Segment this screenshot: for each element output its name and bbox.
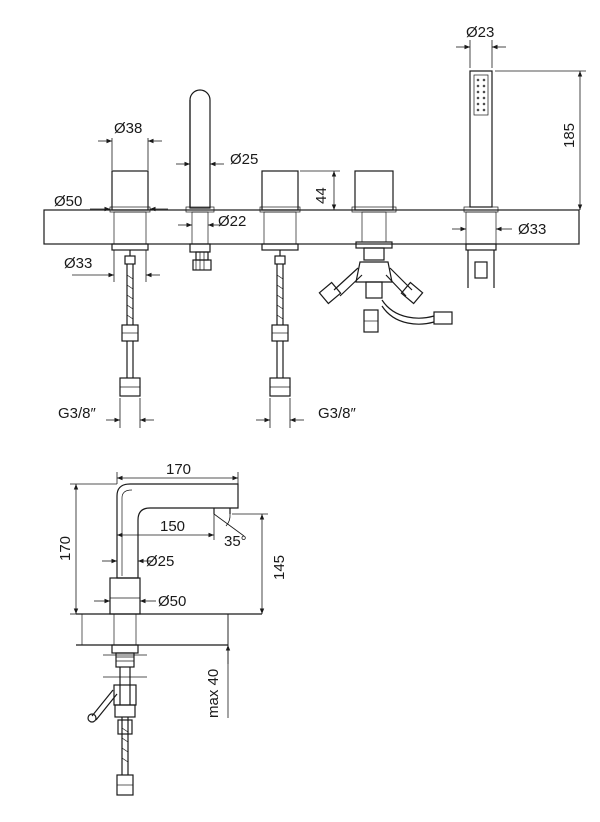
dimension-44: 44: [300, 170, 340, 210]
label-g38-left: G3/8″: [58, 405, 97, 422]
label-d33-left: Ø33: [64, 255, 92, 272]
label-44: 44: [313, 187, 330, 204]
label-d22: Ø22: [218, 213, 246, 230]
label-185: 185: [561, 123, 578, 148]
dimension-170-vertical: 170: [57, 483, 117, 615]
dimension-d25-top: Ø25: [176, 151, 258, 168]
dimension-185: 185: [495, 70, 586, 210]
label-d50-top: Ø50: [54, 193, 82, 210]
deck-slab: [43, 209, 580, 245]
hand-shower: [463, 70, 499, 288]
label-d25-side: Ø25: [146, 553, 174, 570]
dimension-max40: max 40: [205, 614, 231, 718]
label-max40: max 40: [205, 669, 222, 718]
label-d33-right: Ø33: [518, 221, 546, 238]
dimension-d50-top: Ø50: [54, 193, 168, 212]
dimension-d38: Ø38: [98, 120, 162, 170]
dimension-170-horizontal: 170: [116, 461, 239, 484]
dimension-g38-left: G3/8″: [58, 398, 154, 428]
dimension-150: 150: [117, 514, 215, 540]
label-d38: Ø38: [114, 120, 142, 137]
label-145: 145: [271, 555, 288, 580]
dimension-d33-right: Ø33: [452, 221, 546, 238]
label-d50-side: Ø50: [158, 593, 186, 610]
dimension-g38-right: G3/8″: [256, 398, 357, 428]
dimension-d33-left: Ø33: [64, 250, 160, 282]
dimension-35-degrees: 35°: [213, 513, 247, 550]
label-d23: Ø23: [466, 24, 494, 41]
dimension-d22: Ø22: [178, 213, 246, 230]
label-d25-top: Ø25: [230, 151, 258, 168]
diverter: [318, 170, 453, 333]
dimension-d23: Ø23: [456, 24, 506, 68]
valve-middle: [259, 170, 301, 397]
label-170-vertical: 170: [57, 536, 74, 561]
side-underdeck: [87, 613, 147, 796]
label-150: 150: [160, 518, 185, 535]
label-170-horizontal: 170: [166, 461, 191, 478]
valve-left: [109, 170, 151, 397]
side-spout: [109, 483, 239, 615]
label-35-degrees: 35°: [224, 533, 247, 550]
side-deck: [76, 613, 262, 646]
dimension-d50-side: Ø50: [94, 593, 186, 610]
label-g38-right: G3/8″: [318, 405, 357, 422]
spout: [185, 89, 215, 271]
dimension-d25-side: Ø25: [102, 553, 174, 570]
dimension-145: 145: [232, 513, 288, 614]
